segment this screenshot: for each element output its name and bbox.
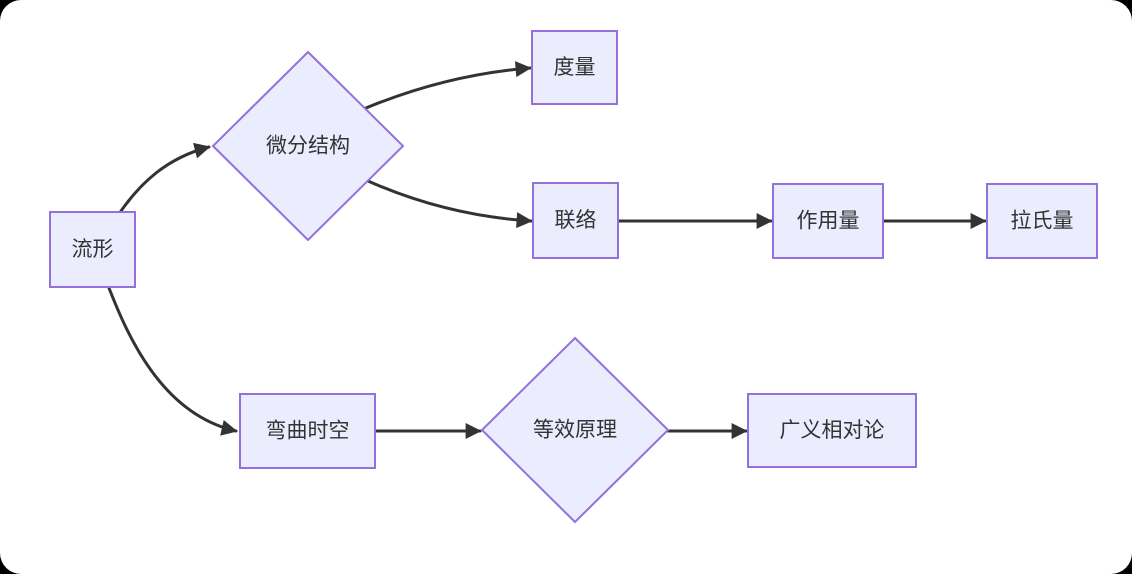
edge-manifold-to-curved-spacetime (107, 286, 238, 436)
node-differential-structure: 微分结构 (211, 50, 405, 242)
node-label-equivalence-principle: 等效原理 (533, 419, 617, 442)
node-label-action: 作用量 (797, 210, 860, 233)
node-metric: 度量 (531, 30, 618, 105)
node-connection: 联络 (532, 182, 619, 259)
node-shape-rect (986, 183, 1098, 259)
node-label-lagrangian: 拉氏量 (1011, 210, 1074, 233)
node-shape-rect (747, 393, 917, 468)
node-equivalence-principle: 等效原理 (480, 336, 670, 524)
node-label-differential-structure: 微分结构 (266, 135, 350, 158)
node-shape-rect (239, 393, 376, 469)
node-shape-rect (49, 211, 136, 288)
edge-manifold-to-differential-structure (119, 142, 211, 213)
node-shape-rect (772, 183, 884, 259)
node-label-general-relativity: 广义相对论 (780, 419, 885, 442)
node-manifold: 流形 (49, 211, 136, 288)
node-action: 作用量 (772, 183, 884, 259)
node-shape-diamond (211, 50, 405, 242)
node-label-curved-spacetime: 弯曲时空 (266, 420, 350, 443)
node-label-manifold: 流形 (72, 238, 114, 261)
node-general-relativity: 广义相对论 (747, 393, 917, 468)
node-curved-spacetime: 弯曲时空 (239, 393, 376, 469)
node-shape-diamond (480, 336, 670, 524)
edge-differential-structure-to-metric (364, 61, 532, 110)
node-lagrangian: 拉氏量 (986, 183, 1098, 259)
node-label-metric: 度量 (554, 56, 596, 79)
edge-differential-structure-to-connection (366, 179, 533, 229)
node-shape-rect (531, 30, 618, 105)
node-shape-rect (532, 182, 619, 259)
node-label-connection: 联络 (555, 209, 597, 232)
